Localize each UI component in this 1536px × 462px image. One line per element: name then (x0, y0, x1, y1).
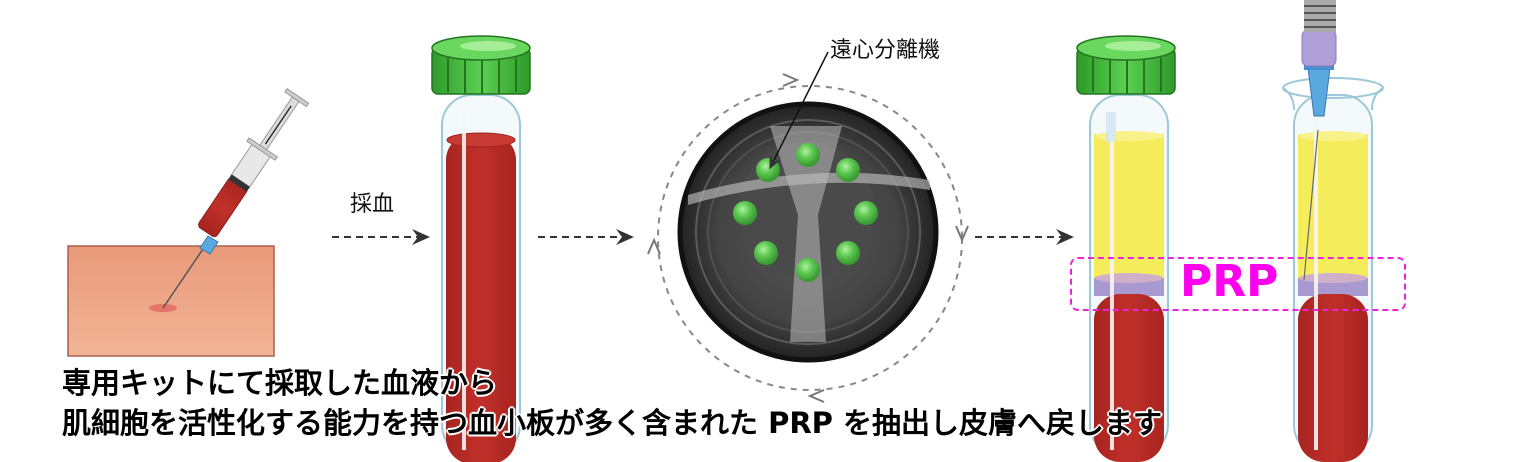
caption-line-2: 肌細胞を活性化する能力を持つ血小板が多く含まれた PRP を抽出し皮膚へ戻します (62, 406, 1163, 440)
prp-highlight-box (1070, 257, 1406, 311)
syringe-icon (162, 88, 310, 309)
skin-block (67, 245, 275, 357)
centrifuge-icon (647, 51, 969, 403)
blood-draw-label: 採血 (350, 192, 395, 217)
syringe-icon (1301, 0, 1337, 281)
centrifuge-label: 遠心分離機 (830, 38, 941, 63)
separated-tube (1076, 35, 1176, 462)
whole-blood-tube (431, 35, 531, 462)
caption-line-1: 専用キットにて採取した血液から (62, 366, 498, 400)
prp-label: PRP (1180, 256, 1279, 307)
